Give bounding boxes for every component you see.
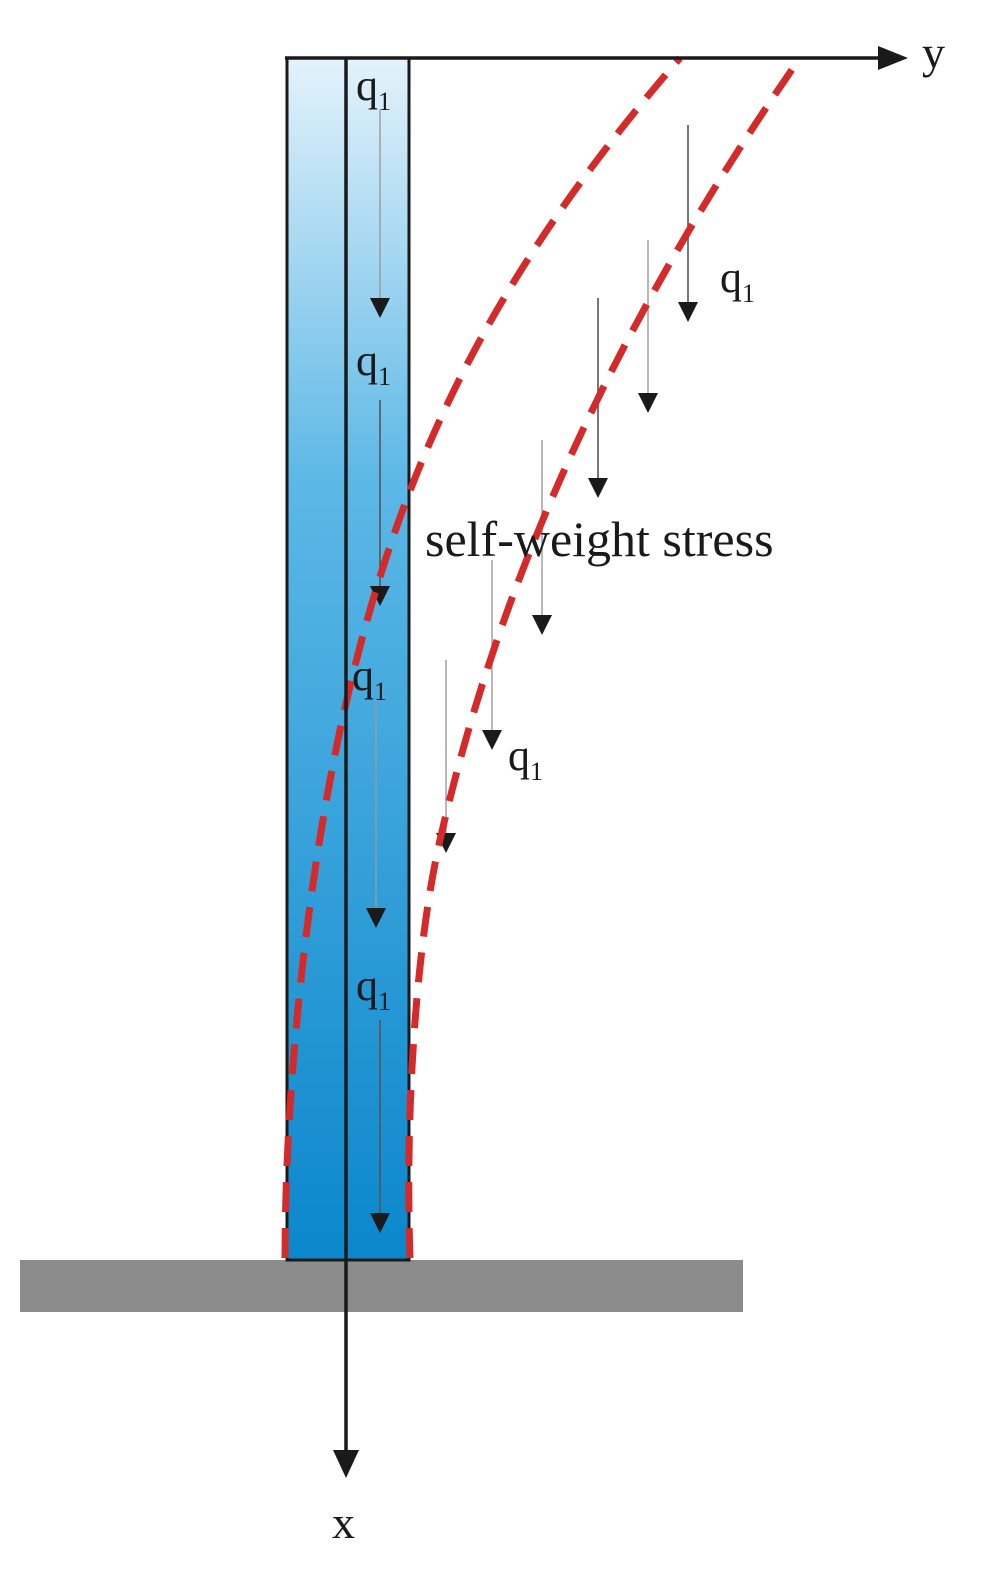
- load-label: q1: [356, 336, 391, 391]
- column-body: [287, 58, 409, 1260]
- y-axis-label: y: [922, 27, 945, 78]
- load-arrow-head: [678, 302, 698, 322]
- ground-slab: [20, 1260, 743, 1312]
- load-label: q1: [356, 961, 391, 1016]
- x-axis-arrowhead: [333, 1450, 359, 1478]
- column-loads: [366, 110, 390, 1233]
- load-arrow-head: [588, 478, 608, 498]
- y-axis-arrowhead: [878, 46, 908, 70]
- deflection-curve-right: [405, 56, 803, 1259]
- deflected-loads: [436, 125, 698, 853]
- load-arrow-head: [482, 730, 502, 750]
- load-label: q1: [352, 651, 387, 706]
- load-label: q1: [356, 61, 391, 116]
- load-arrow-head: [370, 1213, 390, 1233]
- load-arrow-head: [366, 908, 386, 928]
- load-label: q1: [720, 253, 755, 308]
- x-axis-label: x: [332, 1497, 355, 1548]
- load-arrow-head: [370, 586, 390, 606]
- load-arrow-head: [370, 298, 390, 318]
- load-label: q1: [508, 731, 543, 786]
- load-arrow-head: [532, 615, 552, 635]
- load-arrow-head: [638, 393, 658, 413]
- self-weight-stress-label: self-weight stress: [425, 511, 774, 567]
